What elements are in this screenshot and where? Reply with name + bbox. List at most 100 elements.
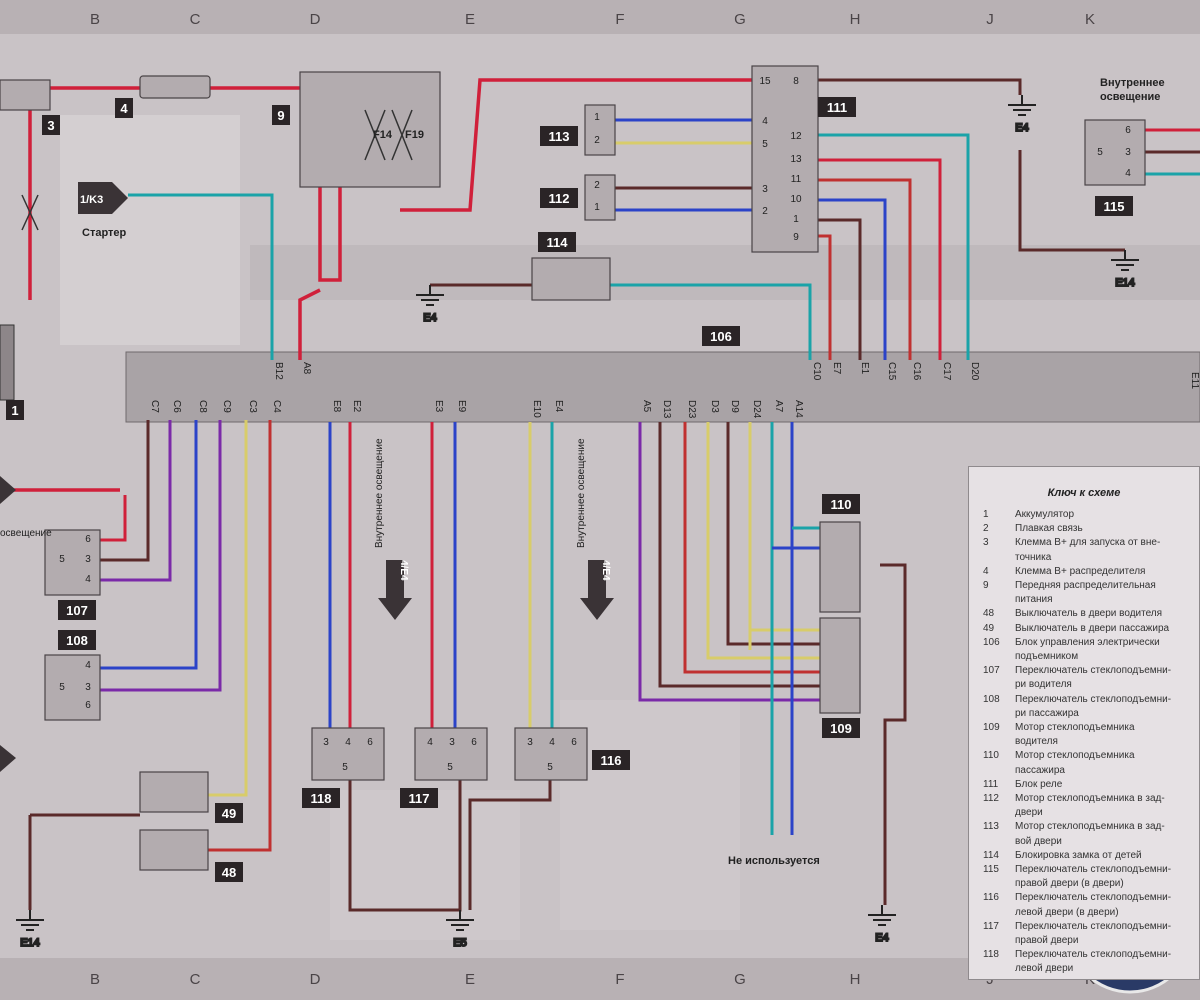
component-boxes bbox=[0, 65, 1146, 871]
component-number: 110 bbox=[831, 497, 852, 512]
connector-pin-label: D23 bbox=[686, 400, 697, 419]
legend-text: Блок управления электрически bbox=[1015, 636, 1160, 648]
component-number: 1 bbox=[11, 403, 18, 418]
component-badge-114: 114 bbox=[538, 232, 576, 252]
legend-item: левой двери (в двери) bbox=[969, 907, 1200, 922]
legend-text: Переключатель стеклоподъемни- bbox=[1015, 920, 1172, 932]
legend-number: 2 bbox=[983, 523, 989, 535]
legend-text: вой двери bbox=[1015, 835, 1062, 847]
pin-number: 6 bbox=[367, 737, 373, 748]
connector-pin-label: D3 bbox=[709, 400, 720, 413]
legend-item: правой двери bbox=[969, 935, 1200, 950]
component-badge-109: 109 bbox=[822, 718, 860, 738]
grid-letter: F bbox=[615, 11, 624, 28]
connector-pin-label: A8 bbox=[301, 362, 312, 375]
legend-number: 109 bbox=[983, 722, 1000, 733]
wires-brown bbox=[28, 78, 1125, 912]
component-number: 115 bbox=[1104, 199, 1125, 214]
legend-number: 112 bbox=[983, 793, 999, 804]
component-badge-3: 3 bbox=[42, 115, 60, 135]
legend-item: 108 Переключатель стеклоподъемни- bbox=[969, 694, 1200, 709]
legend-item: 106 Блок управления электрически bbox=[969, 637, 1200, 652]
grid-letter: B bbox=[90, 971, 100, 988]
ground-symbol bbox=[446, 910, 474, 931]
legend-number: 4 bbox=[983, 565, 989, 577]
interior-light-label: освещение bbox=[1100, 91, 1160, 103]
wires-harness-bottom bbox=[328, 422, 822, 835]
connector-pin-label: E8 bbox=[331, 400, 342, 413]
legend-number: 107 bbox=[983, 665, 1000, 677]
legend-text: точника bbox=[1015, 551, 1052, 563]
grid-letter: G bbox=[734, 971, 746, 988]
legend-text: правой двери bbox=[1015, 935, 1079, 946]
legend-number: 116 bbox=[983, 892, 999, 904]
legend-number: 114 bbox=[983, 849, 999, 861]
legend-text: Переключатель стеклоподъемни- bbox=[1015, 693, 1172, 705]
legend-text: подъемником bbox=[1015, 651, 1079, 662]
relay-terminal: 10 bbox=[790, 194, 802, 205]
relay-terminal: 11 bbox=[791, 174, 802, 185]
component-badge-116: 116 bbox=[592, 750, 630, 770]
pin-number: 5 bbox=[342, 762, 348, 773]
connector-pin-label: E1 bbox=[859, 362, 870, 375]
grid-letter: K bbox=[1085, 11, 1095, 28]
ref-4e4-label: 4/E4 bbox=[600, 560, 611, 581]
connector-pin-label: D13 bbox=[661, 400, 672, 419]
component-number: 49 bbox=[222, 806, 236, 821]
grid-letter: D bbox=[310, 971, 321, 988]
component-badge-118: 118 bbox=[302, 788, 340, 808]
grid-letter: E bbox=[465, 11, 475, 28]
pin-number: 4 bbox=[85, 660, 91, 671]
connector-pin-label: A14 bbox=[793, 400, 804, 418]
component-number: 3 bbox=[47, 118, 54, 133]
ground-symbol bbox=[1008, 95, 1036, 116]
wires-harness-top bbox=[128, 118, 1200, 360]
interior-light-label: Внутреннее bbox=[1100, 77, 1165, 89]
connector-pin-label: C17 bbox=[941, 362, 952, 381]
relay-terminal: 2 bbox=[762, 206, 768, 217]
legend-number: 9 bbox=[983, 580, 989, 591]
legend-item: вой двери bbox=[969, 836, 1200, 851]
pin-number: 6 bbox=[571, 737, 577, 748]
ground-symbol bbox=[1111, 250, 1139, 271]
legend-item: пассажира bbox=[969, 765, 1200, 780]
component-badge-113: 113 bbox=[540, 126, 578, 146]
connector-pin-label: E9 bbox=[456, 400, 467, 413]
wires-left-switches bbox=[100, 420, 272, 852]
grid-letter: B bbox=[90, 11, 100, 28]
ground-symbol bbox=[416, 285, 444, 306]
ref-arrows bbox=[0, 182, 614, 772]
relay-terminal: 15 bbox=[759, 76, 771, 87]
pin-number: 5 bbox=[1097, 147, 1103, 158]
relay-terminal: 8 bbox=[793, 76, 799, 87]
legend-number: 106 bbox=[983, 636, 1000, 648]
legend-item: ри пассажира bbox=[969, 708, 1200, 723]
component-number: 118 bbox=[311, 791, 332, 806]
connector-pin-label: A5 bbox=[641, 400, 652, 413]
legend-item: подъемником bbox=[969, 651, 1200, 666]
grid-letter: H bbox=[850, 11, 861, 28]
battery-1 bbox=[0, 324, 15, 401]
legend-number: 115 bbox=[983, 864, 999, 875]
legend-number: 108 bbox=[983, 693, 1000, 705]
component-number: 114 bbox=[547, 235, 569, 250]
connector-pin-label: C9 bbox=[221, 400, 232, 413]
component-number: 117 bbox=[409, 791, 430, 806]
legend-text: Выключатель в двери водителя bbox=[1015, 608, 1163, 620]
relay-terminal: 12 bbox=[790, 131, 802, 142]
legend-text: Переключатель стеклоподъемни- bbox=[1015, 949, 1172, 961]
legend-text: Мотор стеклоподъемника в зад- bbox=[1015, 793, 1165, 804]
component-badge-112: 112 bbox=[540, 188, 578, 208]
pin-number: 3 bbox=[323, 737, 329, 748]
component-number: 9 bbox=[277, 108, 284, 123]
component-badge-49: 49 bbox=[215, 803, 243, 823]
control-module-106 bbox=[125, 351, 1200, 423]
legend-item: левой двери bbox=[969, 963, 1200, 978]
